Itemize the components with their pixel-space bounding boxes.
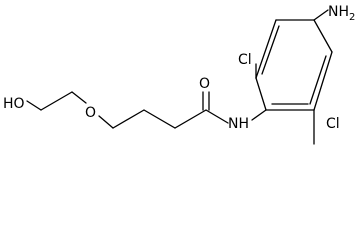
molecule-structure: HO O O NH Cl Cl NH2 — [3, 4, 355, 145]
bond-n-ring — [251, 109, 267, 121]
bond-ring-nh2 — [313, 9, 329, 21]
bond-c6-n — [205, 109, 229, 124]
amine-subscript: 2 — [349, 12, 355, 23]
bond-ho-c1 — [26, 100, 42, 111]
bond-c1-c2 — [40, 91, 73, 111]
carbonyl-oxygen-label: O — [199, 76, 210, 92]
ether-oxygen-label: O — [85, 105, 96, 121]
bond-o-c3 — [98, 115, 114, 129]
ring-bond-c5-c6 — [313, 51, 333, 111]
chlorine-bottom-label: Cl — [326, 116, 340, 132]
bond-c4-c5 — [143, 109, 176, 129]
ring-bond-c4-c5 — [313, 19, 333, 53]
ring-bond-c5-c6-inner — [309, 55, 327, 105]
ring-bond-c2-c3 — [255, 19, 277, 79]
amine-main-label: NH — [328, 4, 349, 20]
hydroxyl-label: HO — [3, 96, 25, 112]
ring-bond-c2-c3-inner — [261, 25, 280, 75]
bond-c2-o — [71, 91, 87, 104]
ring-bond-c1-c2 — [255, 77, 267, 111]
bond-c3-c4 — [112, 109, 145, 129]
bond-c5-c6 — [174, 109, 207, 129]
amide-nitrogen-label: NH — [228, 116, 249, 132]
chlorine-top-label: Cl — [238, 52, 252, 68]
amine-label: NH2 — [328, 4, 355, 23]
